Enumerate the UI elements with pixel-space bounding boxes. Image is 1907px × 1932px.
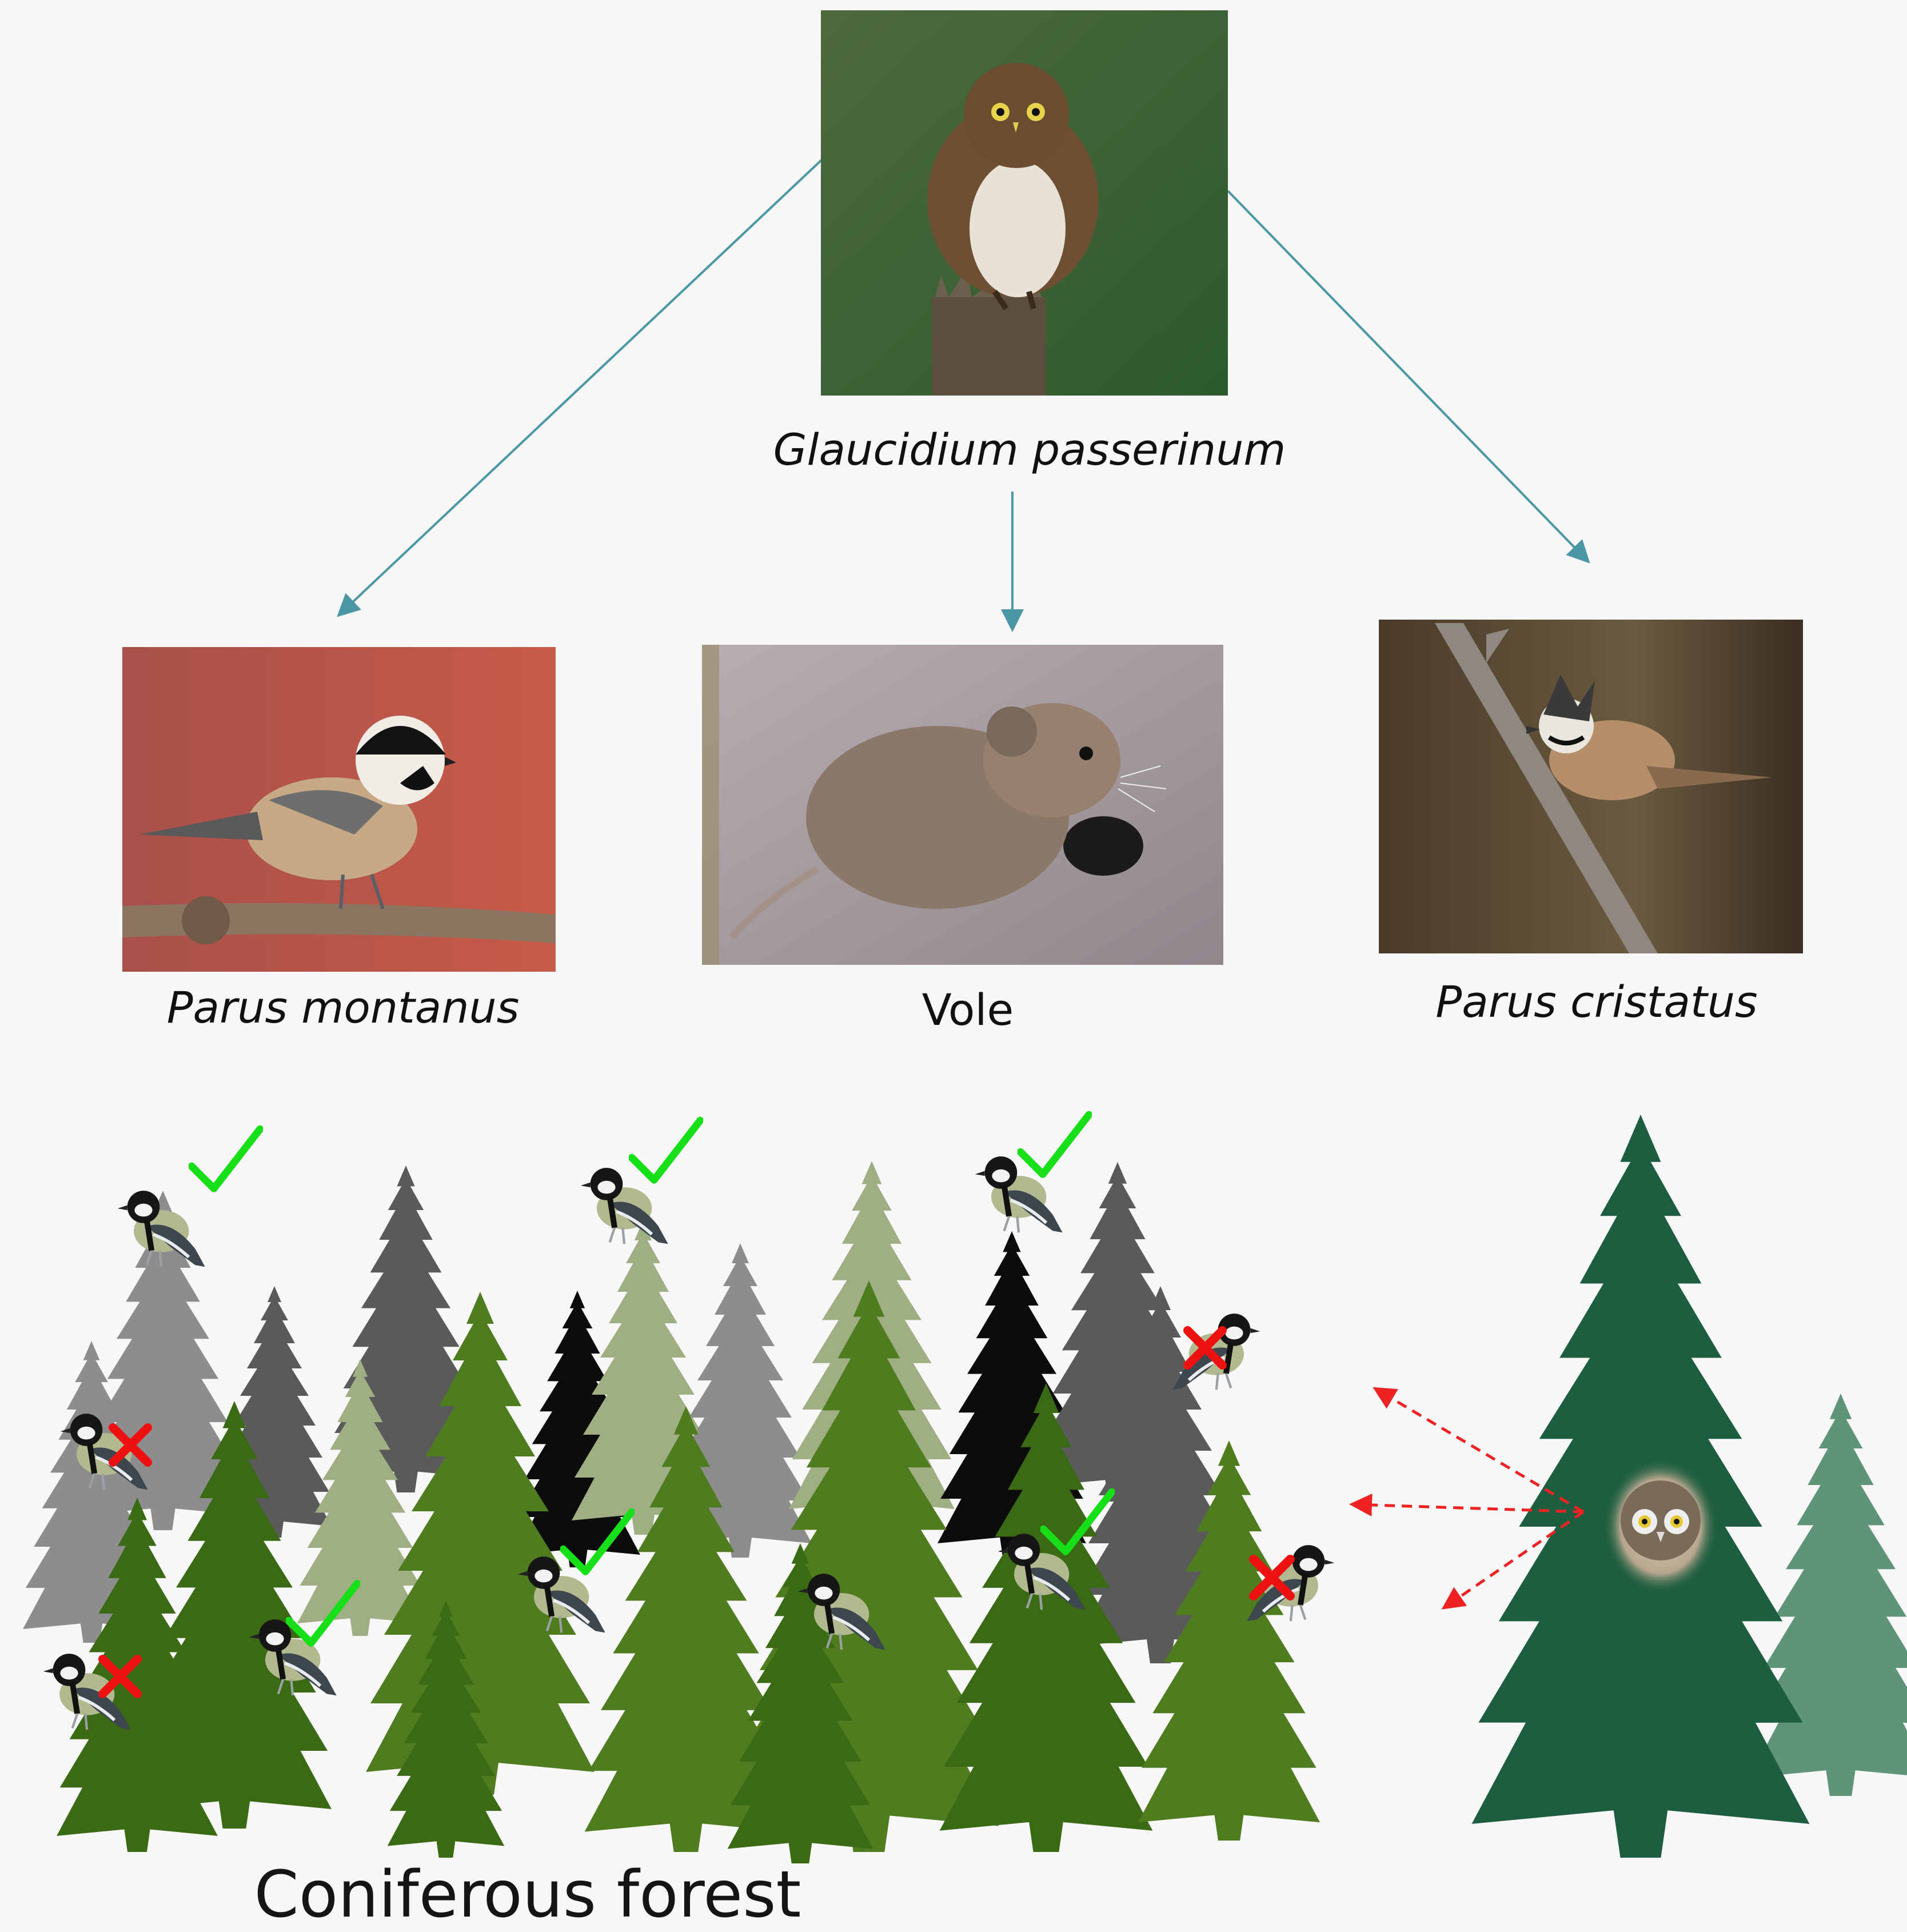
owl-photo: [821, 10, 1228, 396]
owl-tree: [1355, 1115, 1907, 1858]
tit-bird: [1172, 1314, 1260, 1390]
arrow-to-parus-montanus: [340, 160, 821, 614]
habitat-label: Coniferous forest: [254, 1858, 801, 1932]
parus-montanus-label: Parus montanus: [167, 982, 520, 1033]
coniferous-forest: [23, 1161, 1320, 1863]
vole-label: Vole: [922, 984, 1014, 1035]
crested-tit-photo: [1379, 620, 1803, 953]
owl-in-hollow: [1603, 1459, 1718, 1594]
check-icon: [192, 1129, 260, 1188]
parus-cristatus-label: Parus cristatus: [1435, 976, 1757, 1027]
check-icon: [1020, 1115, 1089, 1174]
willow-tit-photo: [122, 647, 556, 972]
arrow-to-parus-cristatus: [1228, 191, 1587, 560]
check-icon: [632, 1120, 700, 1180]
vole-photo: [702, 645, 1223, 965]
predator-label: Glaucidium passerinum: [773, 424, 1286, 475]
